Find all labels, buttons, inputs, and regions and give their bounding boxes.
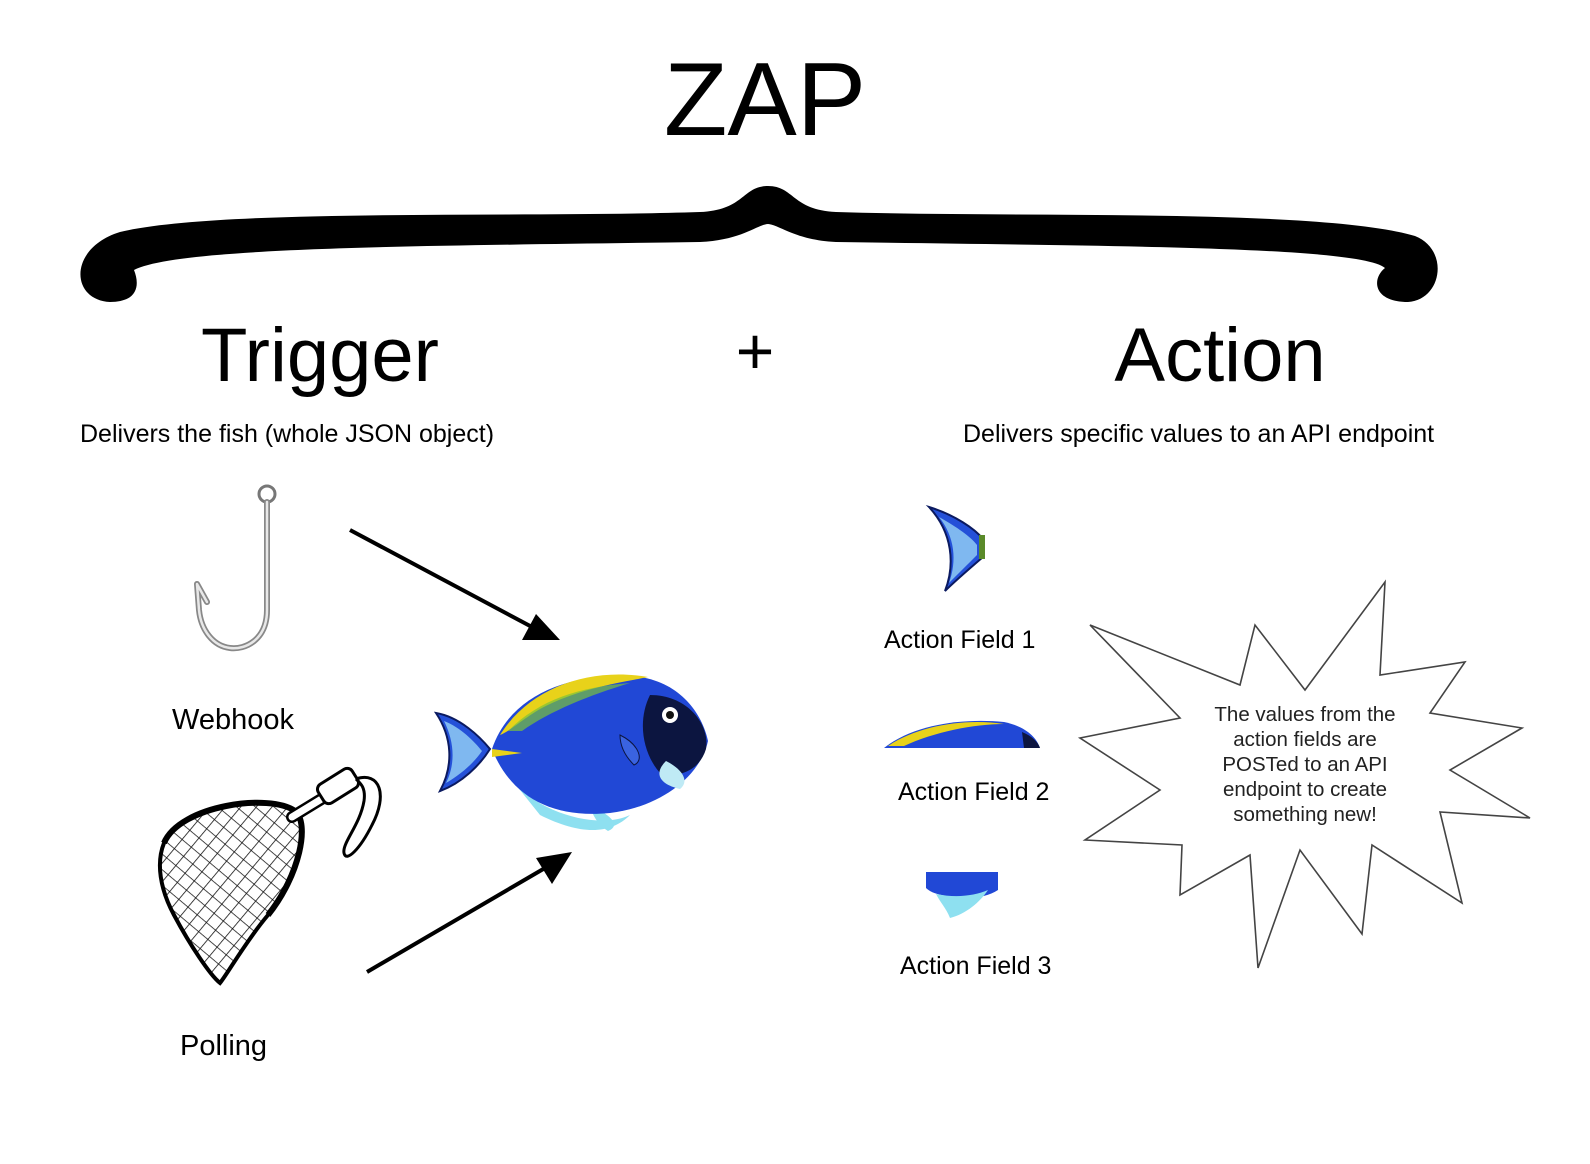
webhook-label: Webhook: [172, 704, 294, 736]
brace-shape: [80, 186, 1438, 302]
fish-belly-icon: [926, 872, 998, 918]
polling-label: Polling: [180, 1030, 268, 1062]
plus-sign: +: [735, 314, 775, 388]
trigger-description: Delivers the fish (whole JSON object): [80, 420, 495, 448]
fish-hook-icon: [194, 484, 277, 652]
trigger-title: Trigger: [201, 313, 439, 398]
action-field-1-label: Action Field 1: [884, 626, 1036, 654]
landing-net-icon: [157, 766, 382, 986]
fish-back-icon: [884, 720, 1040, 748]
action-field-3-label: Action Field 3: [900, 952, 1052, 980]
zap-title: ZAP: [663, 42, 867, 158]
action-title: Action: [1114, 313, 1326, 398]
fish-icon: [433, 674, 708, 831]
fish-tail-icon: [925, 504, 985, 592]
starburst-note: The values from the action fields are PO…: [1214, 703, 1396, 826]
arrow-polling-to-fish: [365, 852, 572, 974]
action-field-2-label: Action Field 2: [898, 778, 1050, 806]
starburst-shape: [1077, 579, 1531, 969]
action-description: Delivers specific values to an API endpo…: [963, 420, 1435, 448]
arrow-webhook-to-fish: [349, 528, 560, 640]
